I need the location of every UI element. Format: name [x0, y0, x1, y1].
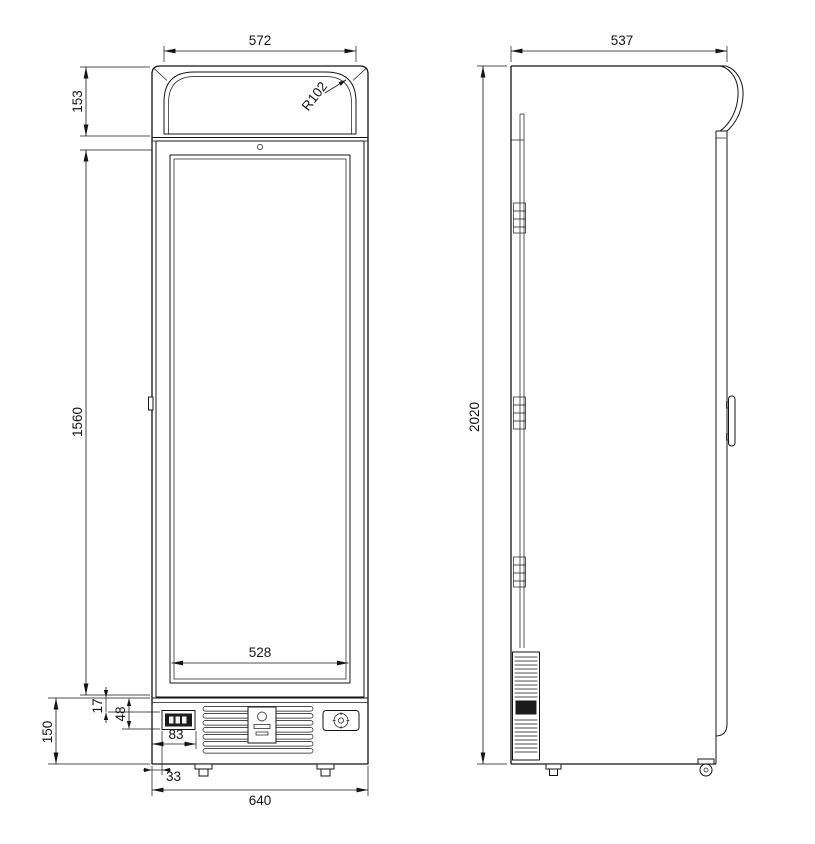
dim-label-ctrl-offset-bottom: 48	[113, 706, 128, 721]
shelf-bracket-top	[513, 202, 526, 234]
dim-label-ctrl-width: 83	[168, 727, 183, 742]
controller-display	[161, 710, 196, 730]
shelf-bracket-bottom	[513, 556, 526, 588]
dim-label-base-height: 150	[40, 721, 55, 744]
front-base-panel	[152, 697, 368, 754]
side-body-outline	[510, 65, 724, 765]
side-dimensions: 537 2020	[467, 33, 728, 765]
door-glass-frame	[169, 154, 351, 684]
side-view: 537 2020	[467, 33, 744, 777]
dim-sign-width: 572	[163, 33, 357, 62]
dim-label-glass-width: 528	[249, 645, 272, 660]
ventilation-grille	[202, 706, 314, 754]
dim-ctrl-width: 83	[152, 727, 197, 749]
dim-label-sign-height: 153	[70, 90, 85, 113]
side-interior-details	[511, 113, 526, 648]
door-handle	[726, 395, 736, 447]
dim-label-corner-radius: R102	[299, 79, 331, 114]
caster-wheel	[699, 763, 713, 777]
door-glass-inner-line	[173, 158, 347, 680]
dim-label-overall-width: 640	[249, 793, 272, 808]
dim-door-height: 1560	[70, 149, 152, 696]
dim-label-door-height: 1560	[70, 407, 85, 437]
dim-overall-width: 640	[151, 766, 369, 808]
dim-label-ctrl-offset-top: 17	[90, 698, 105, 713]
dim-glass-width: 528	[171, 645, 349, 666]
dim-ctrl-offset-top: 17	[90, 687, 160, 723]
door-outer-frame	[155, 140, 365, 698]
dim-label-sign-width: 572	[249, 33, 272, 48]
side-feet	[545, 758, 715, 777]
front-canopy-sign	[152, 67, 368, 142]
dim-base-height: 150	[40, 697, 150, 765]
dim-depth: 537	[510, 33, 728, 62]
dim-label-ctrl-left-inset: 33	[166, 769, 181, 784]
dim-label-overall-height: 2020	[467, 402, 482, 432]
side-door	[715, 130, 736, 737]
round-logo-badge	[322, 710, 360, 731]
dim-ctrl-offset-bottom: 48	[113, 698, 160, 730]
dim-sign-height: 153	[70, 66, 150, 137]
shelf-bracket-middle	[513, 396, 526, 430]
dim-overall-height: 2020	[467, 65, 507, 765]
front-dimensions: 572 R102 153 1560	[40, 33, 369, 808]
caster-mount	[697, 758, 715, 765]
front-glass-door	[148, 140, 365, 698]
front-view: 572 R102 153 1560	[40, 33, 369, 808]
dim-ctrl-left-inset: 33	[143, 731, 181, 784]
compressor-compartment	[512, 651, 540, 761]
dim-corner-radius: R102	[299, 79, 347, 114]
dim-label-depth: 537	[611, 33, 634, 48]
front-cabinet-outline	[151, 65, 369, 765]
door-hinge-latch	[148, 396, 154, 411]
brand-emblem	[247, 706, 277, 744]
door-lock-icon	[257, 144, 263, 150]
front-feet	[194, 763, 335, 777]
side-canopy-profile	[719, 65, 744, 132]
